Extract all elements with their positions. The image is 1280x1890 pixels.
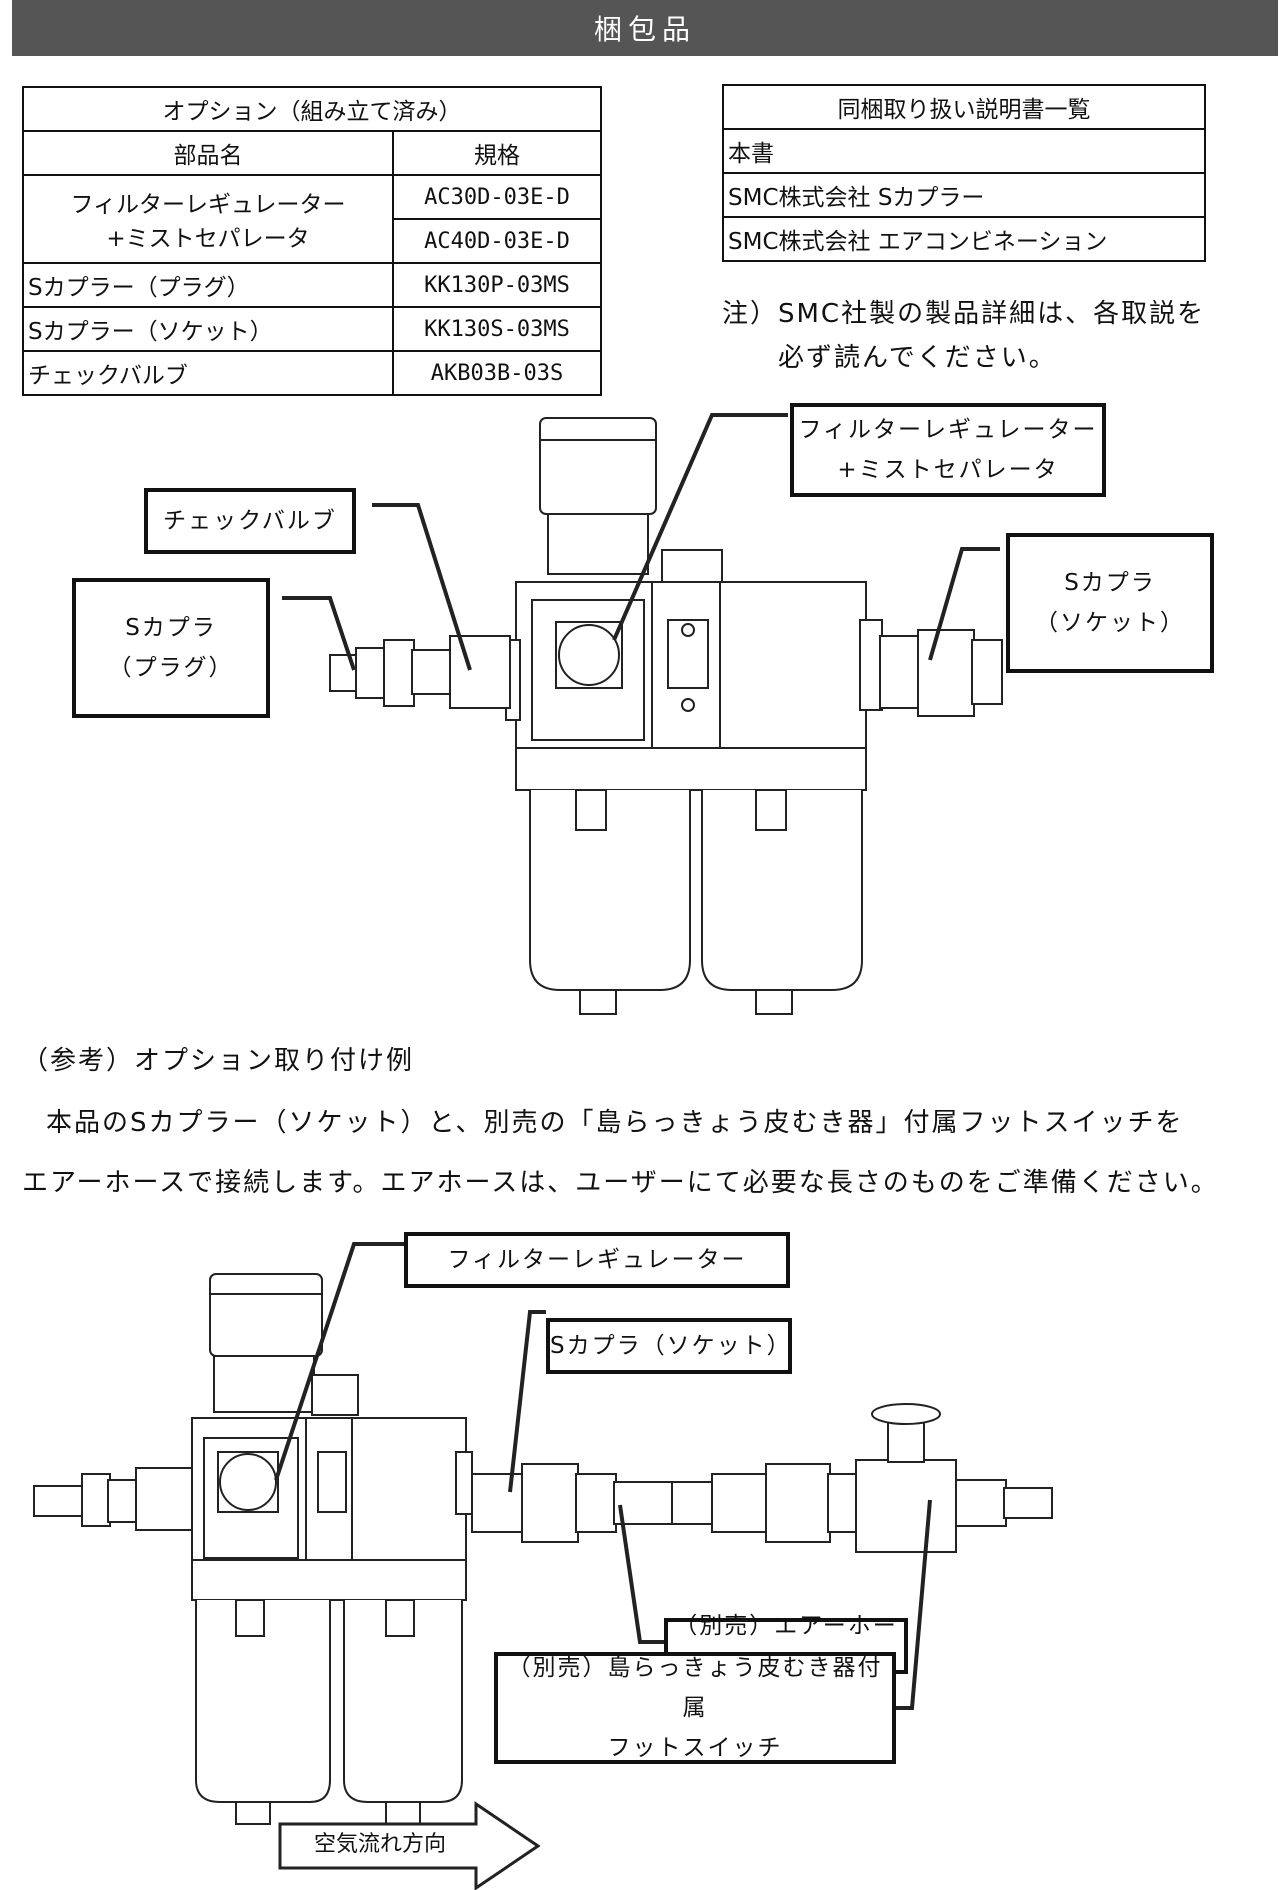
callout-check-valve: チェックバルブ	[144, 488, 356, 554]
part-name-line: フィルターレギュレーター	[70, 192, 346, 218]
note-line: 必ず読んでください。	[778, 343, 1057, 373]
callout-s-coupler-socket: Sカプラ （ソケット）	[1006, 533, 1214, 673]
callout-line: （別売）エアーホース	[674, 1613, 898, 1679]
table-cell-part: Sカプラー（プラグ）	[22, 262, 394, 308]
air-flow-direction-label: 空気流れ方向	[313, 1832, 446, 1857]
callout-filter-regulator: フィルターレギュレーター +ミストセパレータ	[790, 403, 1106, 497]
table-cell-spec: KK130P-03MS	[392, 262, 602, 308]
table-cell-spec: AC30D-03E-D	[392, 174, 602, 220]
callout-line: +ミストセパレータ	[837, 457, 1059, 483]
section-title: 梱包品	[593, 13, 696, 46]
table-cell-spec: KK130S-03MS	[392, 306, 602, 352]
note-line: 注）SMC社製の製品詳細は、各取説を	[722, 299, 1206, 329]
table-cell-spec: AC40D-03E-D	[392, 218, 602, 264]
note-text: 注）SMC社製の製品詳細は、各取説を 必ず読んでください。	[722, 292, 1205, 380]
callout-line: Sカプラ	[1064, 570, 1156, 596]
section-header: 梱包品	[12, 0, 1278, 56]
callout-line: （プラグ）	[108, 655, 234, 681]
options-table: オプション（組み立て済み） 部品名 規格 フィルターレギュレーター +ミストセパ…	[22, 86, 602, 396]
manual-item: 本書	[722, 128, 1206, 174]
callout-s-coupler-plug: Sカプラ （プラグ）	[72, 578, 270, 718]
callout-line: Sカプラ（ソケット）	[550, 1333, 792, 1359]
callout-line: （別売）島らっきょう皮むき器付属	[507, 1655, 883, 1721]
table-cell-part: Sカプラー（ソケット）	[22, 306, 394, 352]
callout-s-coupler-socket-2: Sカプラ（ソケット）	[546, 1318, 792, 1374]
manual-item: SMC株式会社 Sカプラー	[722, 172, 1206, 218]
assembly-diagram-2	[33, 1242, 1053, 1890]
options-table-caption: オプション（組み立て済み）	[22, 86, 602, 132]
part-name-line: +ミストセパレータ	[106, 226, 310, 252]
col-header-part: 部品名	[22, 130, 394, 176]
callout-line: （ソケット）	[1035, 610, 1185, 636]
table-cell-part: フィルターレギュレーター +ミストセパレータ	[22, 174, 394, 264]
manual-item: SMC株式会社 エアコンビネーション	[722, 216, 1206, 262]
col-header-spec: 規格	[392, 130, 602, 176]
callout-line: フィルターレギュレーター	[447, 1247, 747, 1273]
reference-heading: （参考）オプション取り付け例	[22, 1046, 415, 1076]
reference-line: エアーホースで接続します。エアホースは、ユーザーにて必要な長さのものをご準備くだ…	[22, 1168, 1219, 1198]
manuals-table: 同梱取り扱い説明書一覧 本書 SMC株式会社 Sカプラー SMC株式会社 エアコ…	[722, 84, 1206, 262]
callout-line: フィルターレギュレーター	[798, 417, 1098, 443]
reference-line: 本品のSカプラー（ソケット）と、別売の「島らっきょう皮むき器」付属フットスイッチ…	[46, 1108, 1184, 1138]
table-cell-spec: AKB03B-03S	[392, 350, 602, 396]
table-cell-part: チェックバルブ	[22, 350, 394, 396]
manuals-table-caption: 同梱取り扱い説明書一覧	[722, 84, 1206, 130]
callout-line: フットスイッチ	[607, 1735, 783, 1761]
assembly-diagram-1	[282, 413, 1003, 1015]
callout-filter-regulator-2: フィルターレギュレーター	[404, 1232, 790, 1288]
callout-line: チェックバルブ	[163, 508, 337, 534]
callout-foot-switch: （別売）島らっきょう皮むき器付属 フットスイッチ	[494, 1652, 896, 1764]
callout-line: Sカプラ	[125, 615, 217, 641]
